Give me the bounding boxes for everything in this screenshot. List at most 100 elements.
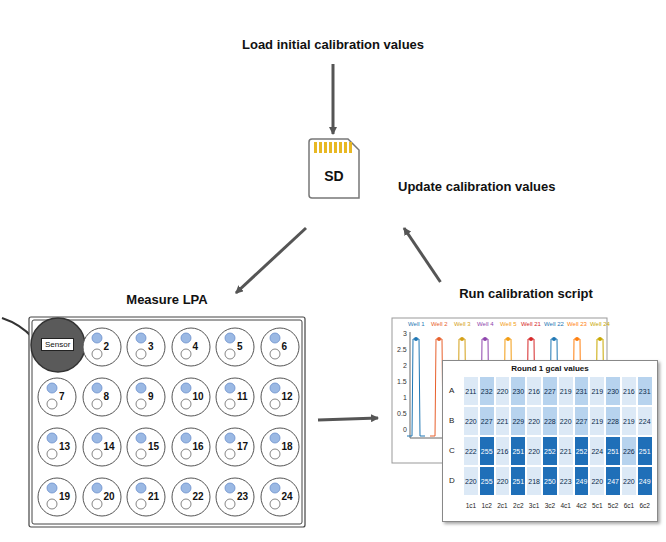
column-label: 3c2	[542, 502, 558, 509]
well-circle: 20	[82, 477, 122, 517]
led-dot	[225, 483, 235, 493]
well-circle: 17	[215, 427, 255, 467]
led-dot	[92, 333, 102, 343]
well-number: 22	[193, 491, 204, 502]
table-cell: 220	[463, 406, 479, 436]
trace-legend: Well 5	[500, 321, 517, 327]
sd-contact	[334, 142, 337, 153]
well-number: 15	[148, 441, 159, 452]
table-cell: 251	[510, 436, 526, 466]
well-outline	[126, 327, 166, 367]
table-cell: 220	[526, 436, 542, 466]
well-circle: 7	[37, 377, 77, 417]
well-number: 3	[148, 341, 154, 352]
led-dot	[92, 349, 102, 359]
axis-tick: 0	[403, 426, 407, 433]
well-outline	[126, 427, 166, 467]
table-cell: 218	[526, 466, 542, 496]
sd-card: SD	[308, 138, 360, 200]
led-dot	[181, 433, 191, 443]
well-number: 12	[282, 391, 293, 402]
led-dot	[136, 499, 146, 509]
table-cell: 220	[526, 406, 542, 436]
trace-legend: Well 3	[454, 321, 471, 327]
led-dot	[225, 399, 235, 409]
led-dot	[92, 483, 102, 493]
table-cell: 224	[589, 436, 605, 466]
led-dot	[47, 433, 57, 443]
well-number: 9	[148, 391, 154, 402]
led-dot	[225, 499, 235, 509]
trace-legend: Well 22	[544, 321, 564, 327]
sd-contact	[319, 142, 322, 153]
sensor-cable	[2, 318, 33, 338]
step-label: Load initial calibration values	[242, 37, 424, 52]
well-circle: 18	[260, 427, 300, 467]
led-dot	[270, 349, 280, 359]
led-dot	[92, 433, 102, 443]
led-dot	[270, 449, 280, 459]
well-circle: 5	[215, 327, 255, 367]
row-label: D	[449, 476, 455, 485]
well-outline	[215, 477, 255, 517]
column-label: 5c2	[605, 502, 621, 509]
well-outline	[37, 477, 77, 517]
trace-peak	[552, 337, 556, 341]
table-cell: 251	[605, 436, 621, 466]
column-label: 1c2	[479, 502, 495, 509]
well-outline	[215, 327, 255, 367]
well-circle: 6	[260, 327, 300, 367]
well-number: 14	[104, 441, 115, 452]
table-cell: 211	[463, 376, 479, 406]
trace-legend: Well 2	[431, 321, 448, 327]
well-number: 11	[237, 391, 248, 402]
led-dot	[181, 499, 191, 509]
trace-peak	[575, 337, 579, 341]
table-cell: 219	[589, 376, 605, 406]
led-dot	[270, 499, 280, 509]
led-dot	[92, 499, 102, 509]
column-label: 1c1	[463, 502, 479, 509]
led-dot	[270, 383, 280, 393]
table-cell: 219	[589, 406, 605, 436]
well-circle: 14	[82, 427, 122, 467]
led-dot	[47, 499, 57, 509]
sd-contact	[314, 142, 317, 153]
well-circle: 4	[171, 327, 211, 367]
column-label: 5c1	[589, 502, 605, 509]
well-outline	[260, 377, 300, 417]
flow-arrow	[404, 228, 440, 282]
trace-legend: Well 24	[590, 321, 610, 327]
table-cell: 219	[621, 406, 637, 436]
column-label: 3c1	[526, 502, 542, 509]
well-circle: 2	[82, 327, 122, 367]
row-label: C	[449, 446, 455, 455]
well-circle: 23	[215, 477, 255, 517]
table-cell: 228	[542, 406, 558, 436]
well-outline	[171, 327, 211, 367]
table-cell: 228	[605, 406, 621, 436]
well-circle: 24	[260, 477, 300, 517]
led-dot	[47, 383, 57, 393]
well-number: 7	[59, 391, 65, 402]
sd-contact	[324, 142, 327, 153]
led-dot	[181, 349, 191, 359]
well-outline	[126, 477, 166, 517]
well-outline	[171, 377, 211, 417]
well-number: 13	[59, 441, 70, 452]
table-cell: 255	[479, 436, 495, 466]
led-dot	[47, 399, 57, 409]
table-cell: 220	[463, 466, 479, 496]
trace-peak	[460, 337, 464, 341]
led-dot	[270, 399, 280, 409]
table-cell: 247	[605, 466, 621, 496]
led-dot	[270, 483, 280, 493]
led-dot	[181, 483, 191, 493]
column-label: 6c1	[621, 502, 637, 509]
table-title: Round 1 gcal values	[443, 364, 657, 373]
column-label: 2c2	[510, 502, 526, 509]
table-cell: 252	[542, 436, 558, 466]
well-circle: 12	[260, 377, 300, 417]
sd-contact	[339, 142, 342, 153]
table-cell: 232	[479, 376, 495, 406]
